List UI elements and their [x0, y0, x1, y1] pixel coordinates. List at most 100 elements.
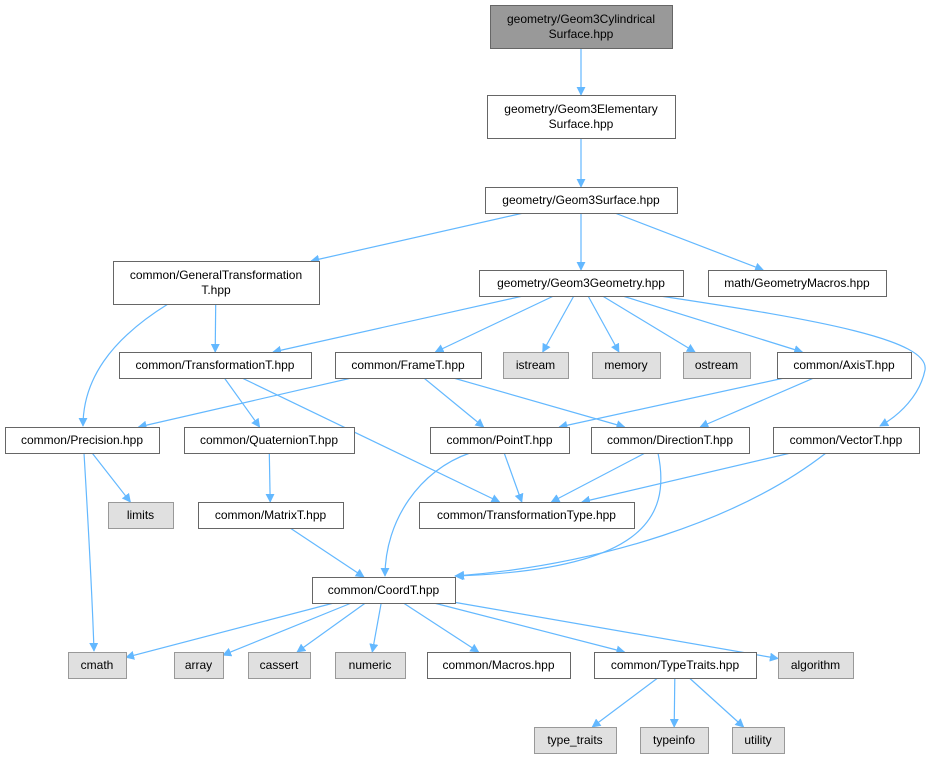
edge-frameT-to-dirT [453, 377, 626, 430]
node-box-typeinfo [640, 727, 709, 754]
node-numeric: numeric [335, 652, 406, 679]
node-label-prec: common/Precision.hpp [21, 433, 143, 447]
node-box-istream [503, 352, 569, 379]
node-label-cassert: cassert [260, 658, 299, 672]
node-geom[interactable]: geometry/Geom3Geometry.hpp [479, 270, 684, 297]
node-prec[interactable]: common/Precision.hpp [5, 427, 160, 454]
node-memory: memory [592, 352, 661, 379]
node-limits: limits [108, 502, 174, 529]
node-type_traits: type_traits [534, 727, 617, 754]
edge-surf-to-gmacros [614, 212, 765, 272]
node-box-coordT [312, 577, 456, 604]
node-box-axisT [777, 352, 912, 379]
node-box-geom [479, 270, 684, 297]
edge-prec-to-limits [91, 452, 131, 503]
edge-coordT-to-array [222, 602, 352, 657]
node-label-memory: memory [604, 358, 647, 372]
edge-matT-to-coordT [289, 527, 365, 578]
edge-geom-to-transT [272, 295, 524, 355]
node-matT[interactable]: common/MatrixT.hpp [198, 502, 344, 529]
node-ostream: ostream [683, 352, 751, 379]
node-axisT[interactable]: common/AxisT.hpp [777, 352, 912, 379]
node-label-vecT: common/VectorT.hpp [790, 433, 903, 447]
node-box-utility [732, 727, 785, 754]
edge-pointT-to-coordT [380, 452, 471, 577]
node-label-frameT: common/FrameT.hpp [351, 358, 465, 372]
node-box-transT [119, 352, 312, 379]
node-label-gtrans: common/GeneralTransformation [130, 268, 302, 282]
node-label-quat: common/QuaternionT.hpp [200, 433, 338, 447]
node-box-root [490, 5, 673, 49]
node-label-elem: geometry/Geom3Elementary [504, 102, 657, 116]
edge-gtrans-to-prec [78, 303, 169, 427]
node-label-transT: common/TransformationT.hpp [136, 358, 295, 372]
node-istream: istream [503, 352, 569, 379]
node-box-quat [184, 427, 355, 454]
node-label-gmacros: math/GeometryMacros.hpp [724, 276, 870, 290]
node-label-surf: geometry/Geom3Surface.hpp [502, 193, 660, 207]
node-label-coordT: common/CoordT.hpp [328, 583, 440, 597]
node-coordT[interactable]: common/CoordT.hpp [312, 577, 456, 604]
node-label-root: geometry/Geom3Cylindrical [507, 12, 655, 26]
node-label-axisT: common/AxisT.hpp [793, 358, 895, 372]
node-box-ttraits [594, 652, 757, 679]
edge-geom-to-axisT [622, 295, 804, 354]
edge-geom-to-ostream [602, 295, 696, 353]
edge-ttraits-to-utility [688, 677, 745, 728]
edge-quat-to-matT [265, 452, 275, 503]
edge-frameT-to-pointT [423, 377, 485, 428]
node-box-type_traits [534, 727, 617, 754]
node-box-prec [5, 427, 160, 454]
node-surf[interactable]: geometry/Geom3Surface.hpp [485, 187, 678, 214]
node-cmath: cmath [68, 652, 127, 679]
node-box-gtrans [113, 261, 320, 305]
edge-ttraits-to-type_traits [591, 677, 659, 728]
node-ttype[interactable]: common/TransformationType.hpp [419, 502, 635, 529]
edge-geom-to-frameT [434, 295, 554, 353]
edge-geom-to-istream [542, 295, 575, 353]
edge-coordT-to-cmath [125, 602, 334, 660]
edge-pointT-to-ttype [503, 452, 524, 503]
node-vecT[interactable]: common/VectorT.hpp [773, 427, 920, 454]
edge-coordT-to-numeric [369, 602, 382, 653]
nodes-layer: geometry/Geom3CylindricalSurface.hppgeom… [5, 5, 920, 754]
node-label-macros: common/Macros.hpp [442, 658, 554, 672]
node-label-gtrans: T.hpp [201, 283, 231, 297]
node-box-matT [198, 502, 344, 529]
node-box-algorithm [778, 652, 854, 679]
node-label-type_traits: type_traits [547, 733, 602, 747]
node-pointT[interactable]: common/PointT.hpp [430, 427, 570, 454]
node-box-elem [487, 95, 676, 139]
edge-vecT-to-coordT [455, 452, 827, 580]
node-box-macros [427, 652, 571, 679]
node-box-memory [592, 352, 661, 379]
node-box-array [174, 652, 224, 679]
node-ttraits[interactable]: common/TypeTraits.hpp [594, 652, 757, 679]
node-label-istream: istream [516, 358, 555, 372]
node-box-dirT [591, 427, 750, 454]
node-label-ostream: ostream [695, 358, 738, 372]
node-box-vecT [773, 427, 920, 454]
node-label-typeinfo: typeinfo [653, 733, 695, 747]
node-box-limits [108, 502, 174, 529]
node-dirT[interactable]: common/DirectionT.hpp [591, 427, 750, 454]
edge-vecT-to-ttype [581, 452, 791, 505]
node-label-elem: Surface.hpp [549, 117, 614, 131]
node-box-frameT [335, 352, 482, 379]
node-label-utility: utility [744, 733, 771, 747]
node-quat[interactable]: common/QuaternionT.hpp [184, 427, 355, 454]
node-label-ttraits: common/TypeTraits.hpp [611, 658, 740, 672]
node-label-geom: geometry/Geom3Geometry.hpp [497, 276, 665, 290]
node-box-numeric [335, 652, 406, 679]
node-box-surf [485, 187, 678, 214]
node-label-algorithm: algorithm [791, 658, 840, 672]
node-macros[interactable]: common/Macros.hpp [427, 652, 571, 679]
node-transT[interactable]: common/TransformationT.hpp [119, 352, 312, 379]
edge-geom-to-vecT [659, 295, 926, 427]
edge-surf-to-gtrans [310, 212, 524, 264]
node-gmacros[interactable]: math/GeometryMacros.hpp [708, 270, 887, 297]
node-frameT[interactable]: common/FrameT.hpp [335, 352, 482, 379]
